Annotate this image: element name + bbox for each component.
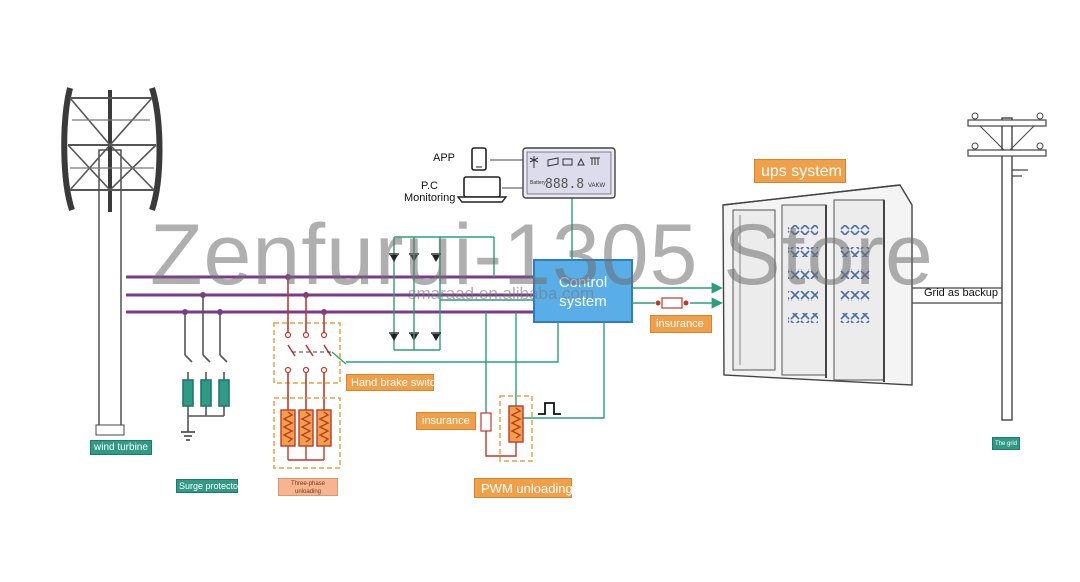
link-lines bbox=[490, 159, 523, 189]
utility-pole-icon bbox=[967, 112, 1047, 421]
three-phase-line1: Three-phase bbox=[290, 481, 326, 487]
monitoring-label: Monitoring bbox=[404, 192, 456, 204]
app-label: APP bbox=[433, 152, 456, 164]
url-watermark: smaraad.en.alibaba.com bbox=[408, 284, 595, 303]
display-digits: 888.8 bbox=[545, 177, 584, 192]
pwm-unloading-label: PWM unloading bbox=[474, 478, 573, 498]
phone-icon bbox=[471, 147, 487, 171]
surge-protector-branch bbox=[182, 295, 230, 432]
pulse-icon bbox=[538, 402, 561, 415]
the-grid-label: The grid bbox=[992, 437, 1020, 450]
rectifier-bridge bbox=[389, 236, 540, 351]
pwm-unloading-box bbox=[480, 395, 533, 462]
laptop-icon bbox=[456, 176, 508, 203]
insurance-left-label: insurance bbox=[416, 412, 476, 430]
insurance-fuse-right bbox=[655, 297, 689, 309]
wind-turbine-label: wind turbine bbox=[90, 440, 152, 455]
ups-system-label: ups system bbox=[754, 159, 846, 183]
ground-icon bbox=[181, 431, 195, 441]
hand-brake-switch-box bbox=[273, 277, 347, 410]
hand-brake-switch-label: Hand brake switch bbox=[346, 374, 442, 391]
three-phase-unloading-label: Three-phase unloading bbox=[278, 478, 338, 496]
ups-cabinet-icon bbox=[722, 184, 913, 386]
store-watermark: Zenfurui-1305 Store bbox=[150, 207, 934, 303]
three-phase-unloading-box bbox=[273, 397, 341, 469]
insurance-right-label: insurance bbox=[650, 315, 712, 333]
control-wiring bbox=[346, 198, 723, 420]
controller-icon: Battery 888.8 VAKW bbox=[522, 147, 616, 199]
grid-as-backup-label: Grid as backup bbox=[924, 287, 998, 299]
display-unit: VAKW bbox=[588, 183, 606, 189]
pc-label: P.C bbox=[421, 180, 438, 192]
surge-protector-label: Surge protector bbox=[176, 479, 241, 493]
junction-dots bbox=[182, 274, 327, 315]
battery-text: Battery bbox=[530, 180, 546, 186]
control-label-line1: Control bbox=[559, 274, 607, 291]
ac-lines bbox=[126, 275, 540, 314]
control-label-line2: system bbox=[559, 293, 607, 310]
three-phase-line2: unloading bbox=[294, 489, 322, 495]
wind-turbine-icon bbox=[61, 87, 163, 436]
control-system-box bbox=[533, 259, 633, 323]
